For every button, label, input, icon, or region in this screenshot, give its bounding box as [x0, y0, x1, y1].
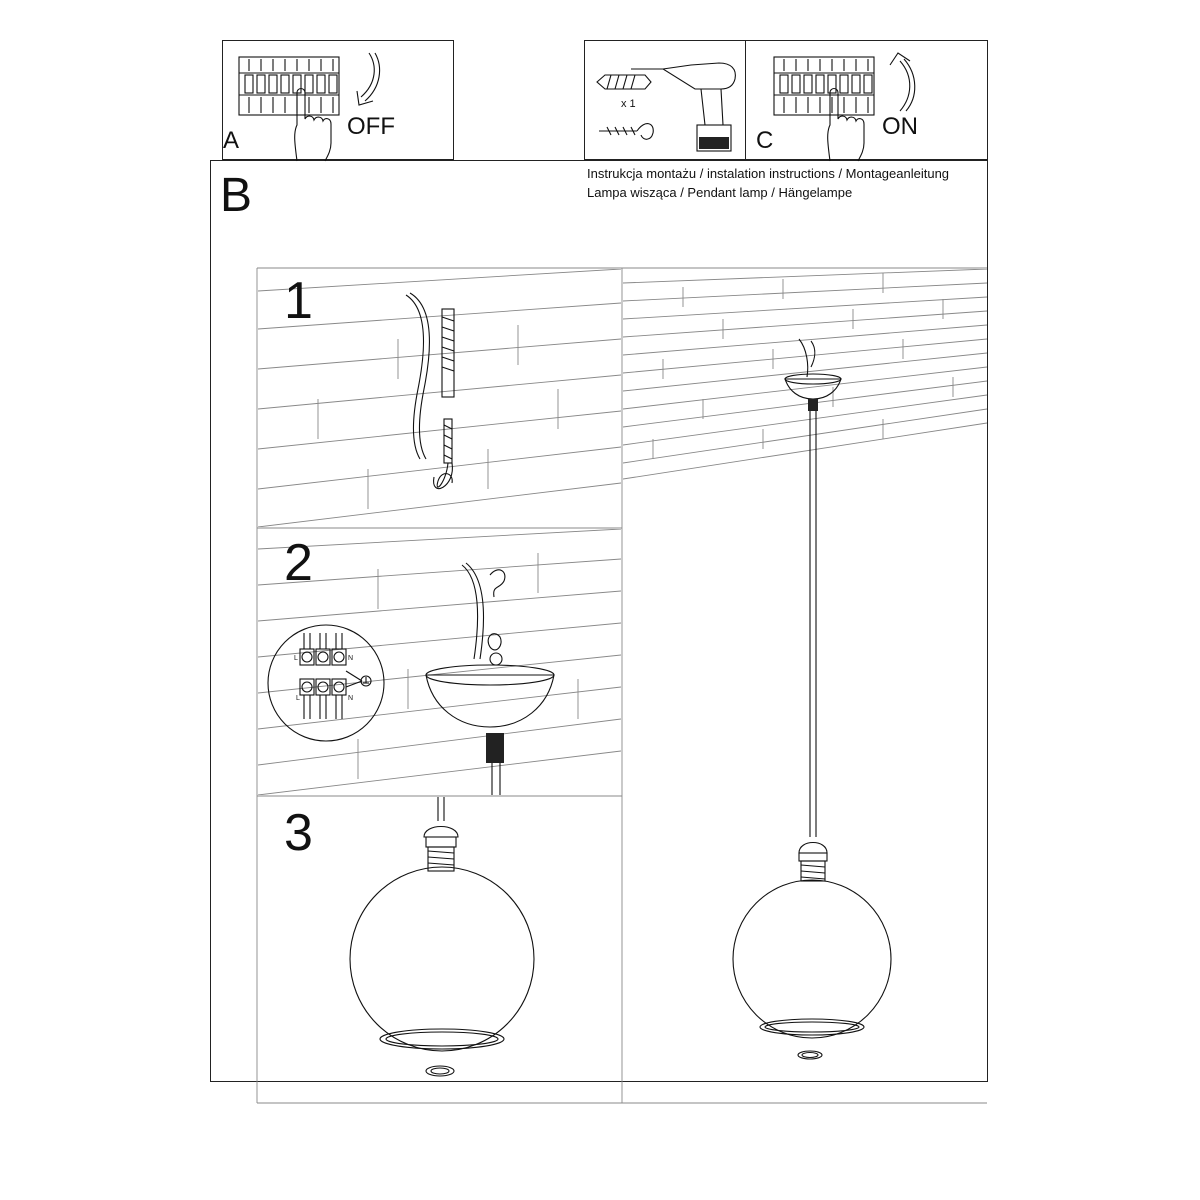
step-2-number: 2 [284, 534, 313, 592]
panel-c-letter: C [756, 127, 774, 154]
ceiling-planks [258, 529, 621, 795]
caption-instructions: Instrukcja montażu / instalation instruc… [587, 166, 950, 181]
drill-icon [631, 62, 736, 152]
outer-frame [210, 160, 988, 1082]
pendant-lamp-assembled [732, 338, 892, 1060]
breaker-panel-icon [773, 56, 875, 116]
panel-a-action: OFF [347, 113, 395, 140]
curved-arrow-icon [889, 52, 916, 112]
step-1-panel: 1 [258, 269, 621, 527]
terminal-label-neutral-bottom: N [348, 695, 354, 702]
section-letter: B [220, 169, 253, 222]
hook-screw-icon [599, 123, 654, 140]
hook-screw-icon [433, 418, 453, 490]
step-2-panel: L N L N 2 [258, 529, 621, 795]
ceiling-planks [258, 269, 621, 527]
hand-icon [827, 87, 865, 162]
panel-drill: x 1 [584, 40, 746, 160]
curved-arrow-icon [356, 52, 381, 106]
terminal-block-detail [267, 624, 385, 742]
terminal-label-neutral-top: N [348, 655, 354, 662]
hand-icon [294, 87, 332, 162]
wall-plug-icon [596, 74, 652, 90]
panel-a-switch-off: A OFF [222, 40, 454, 162]
steps-grid [256, 267, 987, 1104]
panel-c-switch-on: C ON [745, 40, 988, 162]
ground-symbol-icon [360, 675, 372, 687]
panel-c-action: ON [882, 113, 918, 140]
ceiling-planks [623, 269, 987, 480]
step-3-panel: 3 [258, 797, 621, 1102]
step-1-number: 1 [284, 272, 313, 330]
terminal-label-live-top: L [294, 655, 298, 662]
globe-lamp-shade [349, 797, 535, 1077]
caption-product: Lampa wisząca / Pendant lamp / Hängelamp… [587, 185, 853, 200]
final-assembly-panel [623, 269, 987, 1102]
panel-a-letter: A [223, 127, 240, 154]
wall-plug-icon [441, 308, 455, 398]
step-3-number: 3 [284, 804, 313, 862]
drill-quantity: x 1 [621, 98, 636, 110]
terminal-label-live-bottom: L [296, 695, 300, 702]
